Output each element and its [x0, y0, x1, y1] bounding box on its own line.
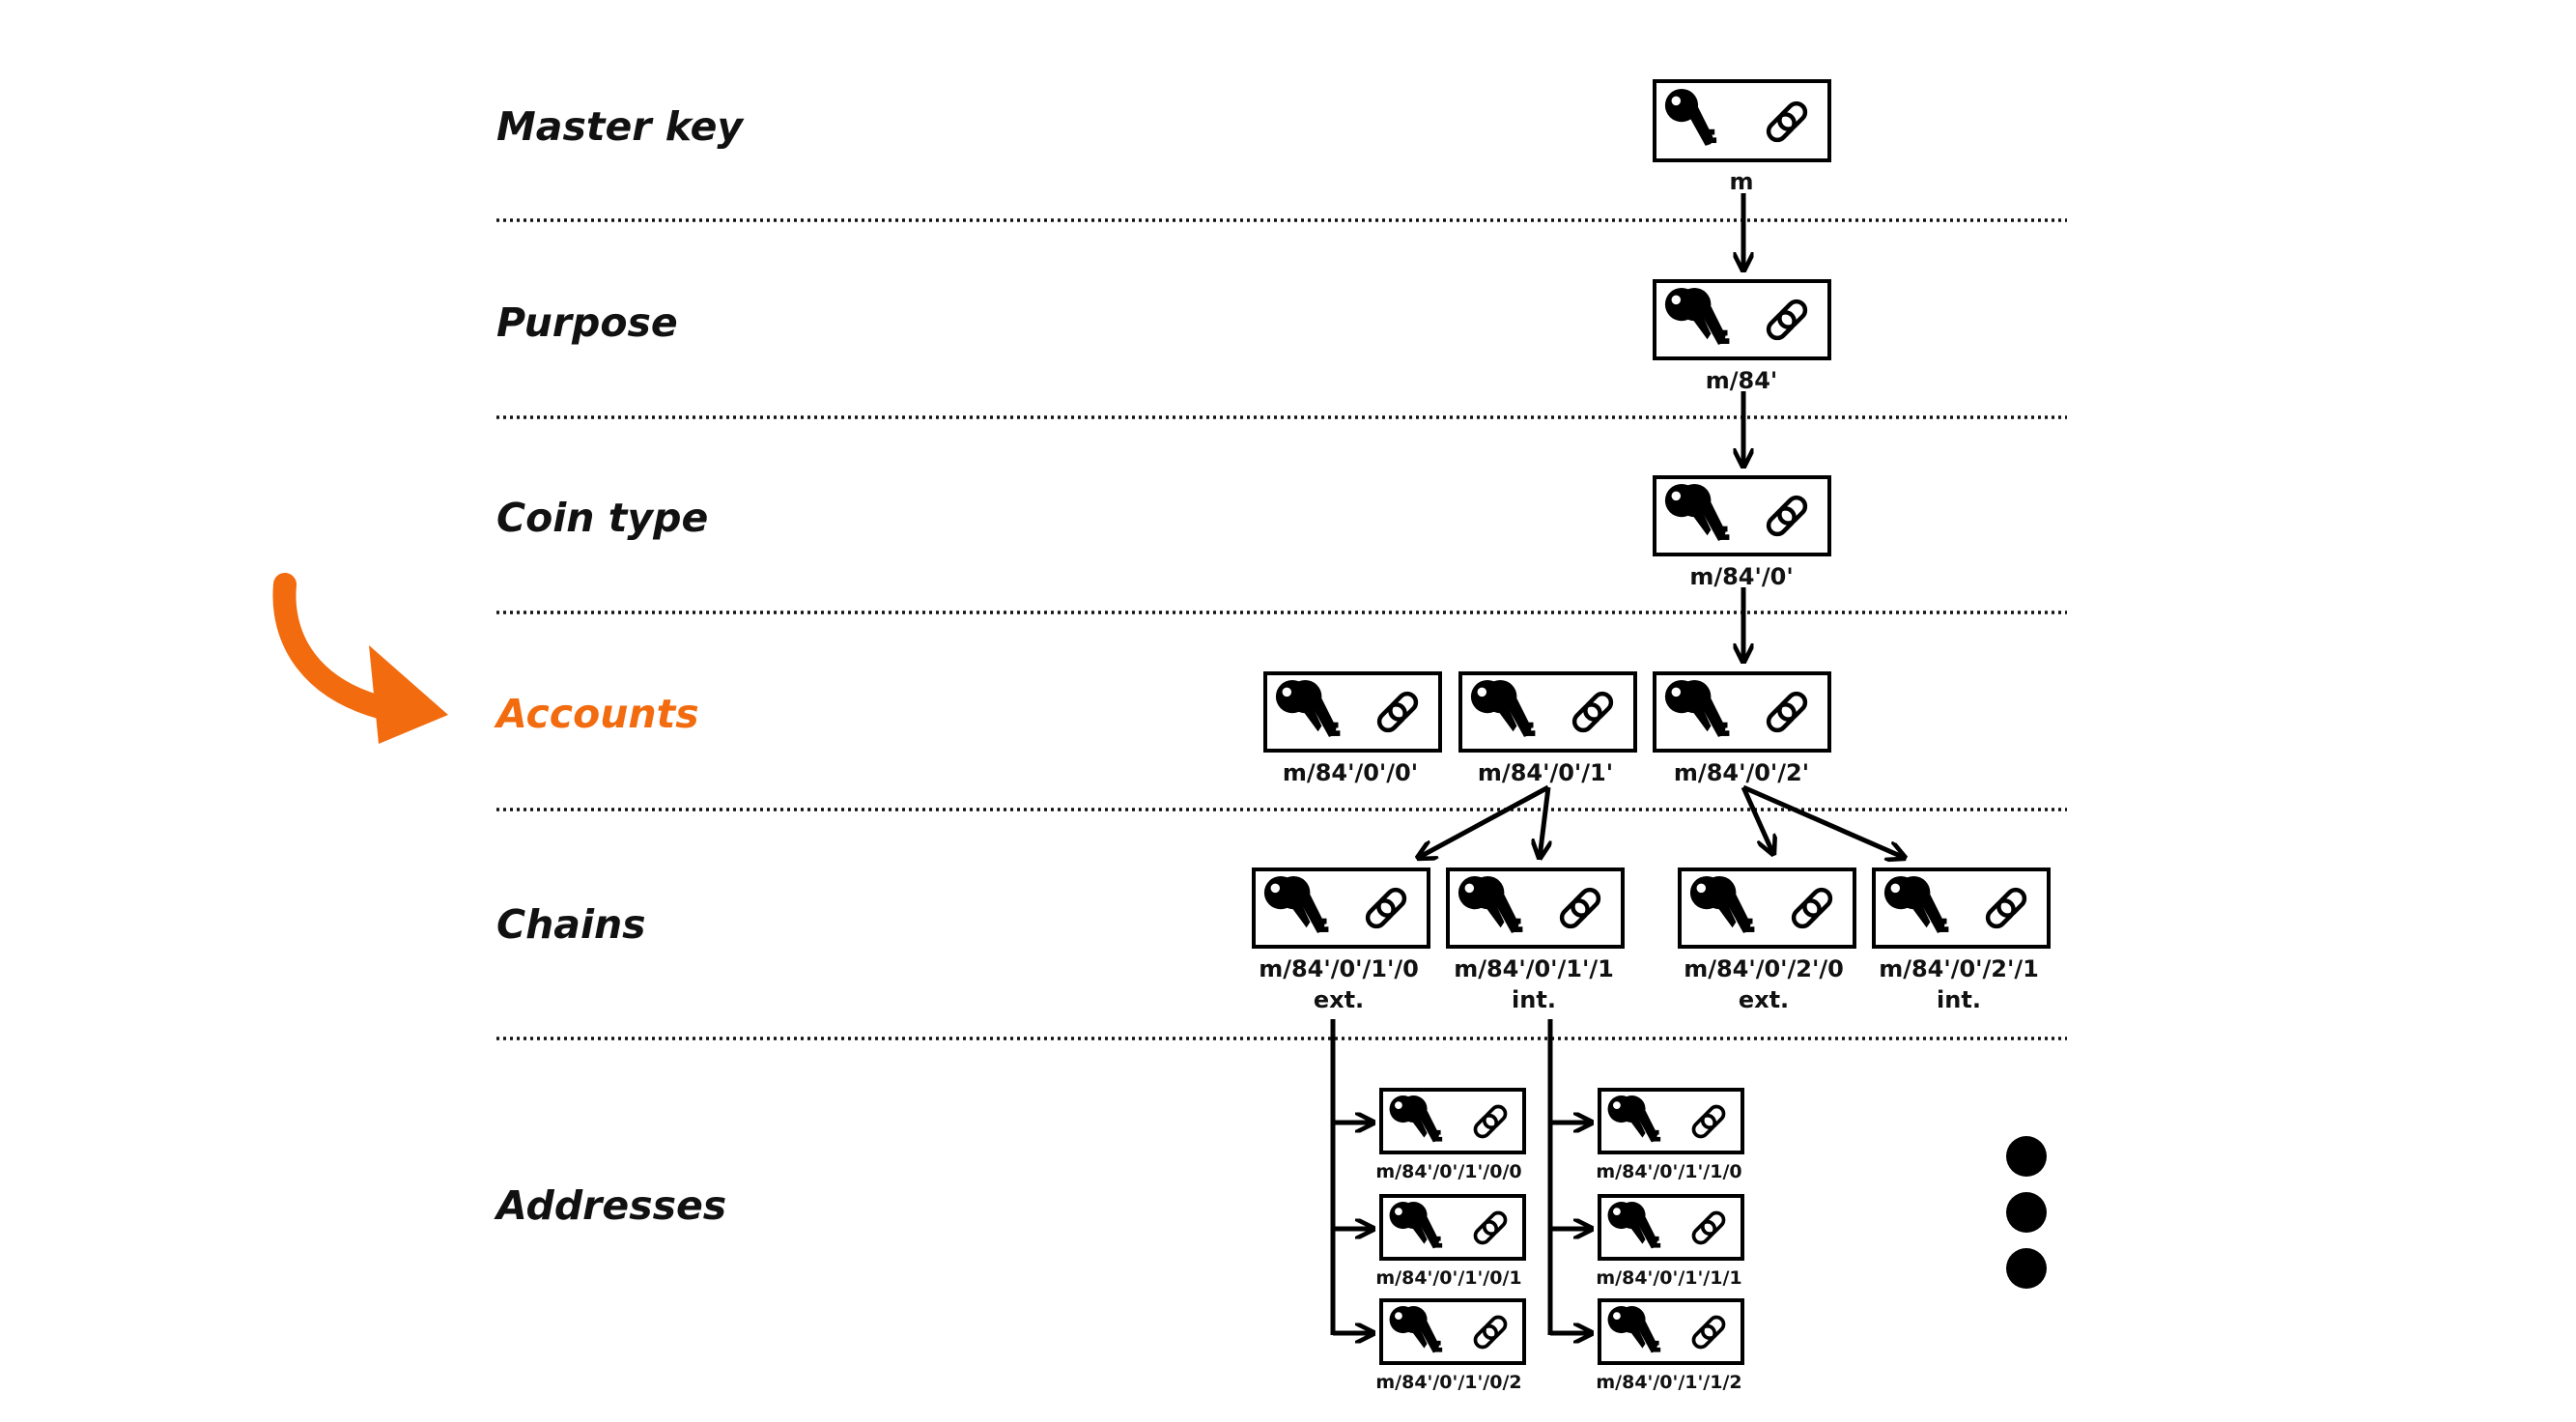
level-label-chains: Chains — [496, 901, 646, 948]
node-address-1-1-0: m/84'/0'/1'/1/0 — [1596, 1088, 1744, 1182]
ellipsis-icon — [2006, 1136, 2047, 1289]
node-label: m/84'/0'/1'/0/0 — [1375, 1161, 1521, 1182]
node-sublabel: int. — [1937, 986, 1981, 1013]
node-label: m — [1729, 168, 1753, 195]
node-label: m/84'/0' — [1689, 563, 1793, 590]
node-label: m/84'/0'/1'/0 — [1259, 955, 1419, 982]
level-label-accounts: Accounts — [494, 691, 699, 737]
node-sublabel: ext. — [1739, 986, 1789, 1013]
node-address-1-1-2: m/84'/0'/1'/1/2 — [1596, 1298, 1744, 1393]
node-label: m/84'/0'/0' — [1283, 759, 1418, 786]
level-label-coin-type: Coin type — [496, 495, 708, 541]
node-label: m/84'/0'/1' — [1478, 759, 1613, 786]
derivation-connectors — [1330, 193, 1905, 1335]
node-chain-2-1: m/84'/0'/2'/1 int. — [1872, 867, 2051, 1013]
node-address-1-0-0: m/84'/0'/1'/0/0 — [1375, 1088, 1526, 1182]
node-sublabel: ext. — [1314, 986, 1364, 1013]
level-label-purpose: Purpose — [496, 299, 678, 346]
node-label: m/84'/0'/1'/1/2 — [1596, 1372, 1741, 1393]
node-label: m/84'/0'/2'/1 — [1879, 955, 2039, 982]
node-label: m/84'/0'/1'/1 — [1454, 955, 1614, 982]
node-address-1-0-1: m/84'/0'/1'/0/1 — [1375, 1194, 1526, 1289]
node-label: m/84'/0'/2'/0 — [1684, 955, 1844, 982]
node-account-1: m/84'/0'/1' — [1458, 671, 1637, 786]
node-label: m/84'/0'/2' — [1674, 759, 1809, 786]
node-coin-type: m/84'/0' — [1653, 475, 1831, 590]
node-chain-2-0: m/84'/0'/2'/0 ext. — [1678, 867, 1856, 1013]
highlight-arrow-icon — [272, 573, 448, 744]
node-account-2: m/84'/0'/2' — [1653, 671, 1831, 786]
node-master: m — [1653, 79, 1831, 195]
node-address-1-1-1: m/84'/0'/1'/1/1 — [1596, 1194, 1744, 1289]
node-label: m/84'/0'/1'/0/1 — [1375, 1267, 1521, 1289]
node-label: m/84'/0'/1'/1/1 — [1596, 1267, 1741, 1289]
node-purpose: m/84' — [1653, 279, 1831, 394]
level-label-master: Master key — [496, 103, 745, 150]
node-account-0: m/84'/0'/0' — [1263, 671, 1442, 786]
level-separators — [496, 218, 2067, 1040]
level-label-addresses: Addresses — [494, 1182, 726, 1229]
node-address-1-0-2: m/84'/0'/1'/0/2 — [1375, 1298, 1526, 1393]
node-label: m/84'/0'/1'/1/0 — [1596, 1161, 1741, 1182]
node-label: m/84' — [1706, 367, 1778, 394]
node-sublabel: int. — [1512, 986, 1556, 1013]
node-chain-1-0: m/84'/0'/1'/0 ext. — [1252, 867, 1430, 1013]
node-label: m/84'/0'/1'/0/2 — [1375, 1372, 1521, 1393]
node-chain-1-1: m/84'/0'/1'/1 int. — [1446, 867, 1625, 1013]
